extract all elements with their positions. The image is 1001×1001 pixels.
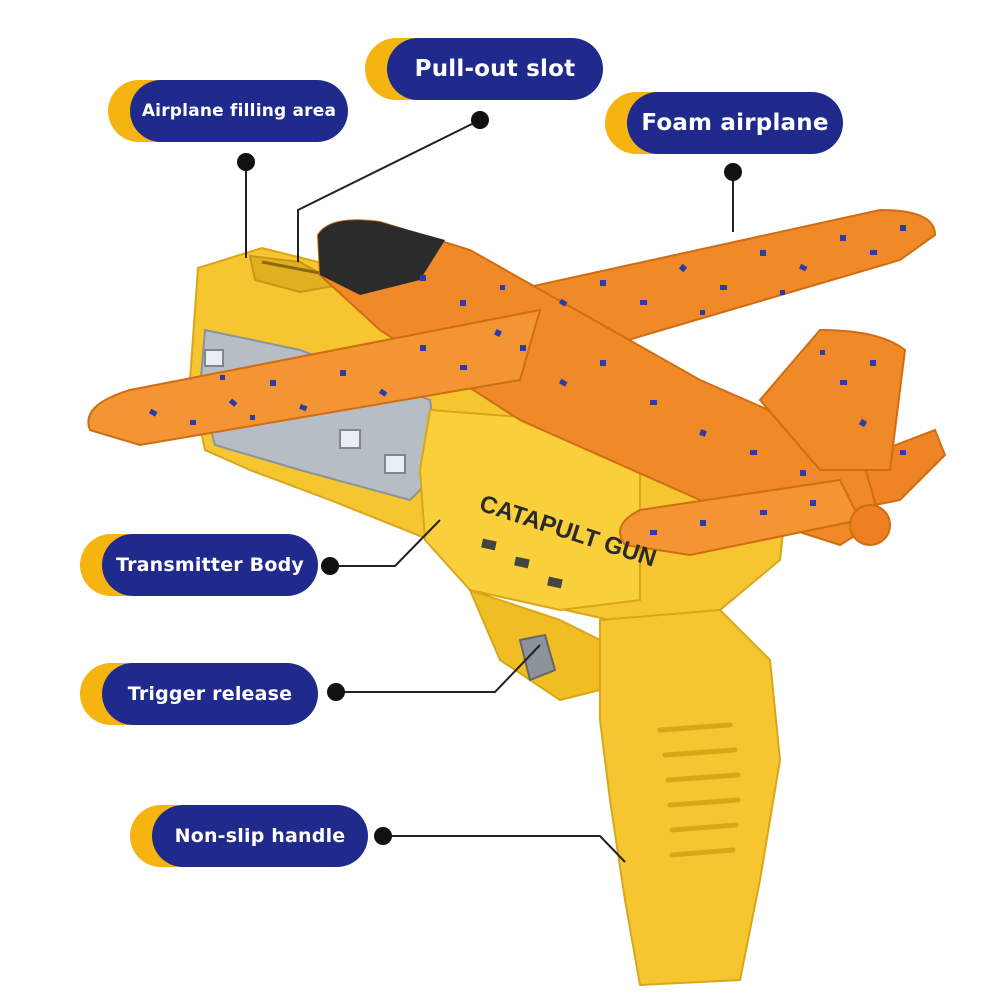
leader-dot-non-slip-handle: [374, 827, 392, 845]
foam-airplane-fin: [758, 328, 907, 471]
foam-airplane-tail-cone: [849, 504, 891, 546]
callout-label: Transmitter Body: [102, 534, 318, 596]
pull-out-slot-edge: [261, 260, 331, 277]
leader-dot-pull-out-slot: [471, 111, 489, 129]
callout-foam-airplane: Foam airplane: [605, 92, 843, 154]
handle-grip-ridges: [657, 722, 741, 858]
leader-line-non-slip-handle: [383, 835, 626, 863]
side-panel-windows: [204, 349, 406, 474]
callout-airplane-filling-area: Airplane filling area: [108, 80, 348, 142]
leader-dot-foam-airplane: [724, 163, 742, 181]
callout-label: Trigger release: [102, 663, 318, 725]
callout-trigger-release: Trigger release: [80, 663, 318, 725]
leader-dots: [237, 111, 742, 845]
callout-transmitter-body: Transmitter Body: [80, 534, 318, 596]
foam-airplane-illustration: [87, 208, 947, 557]
foam-airplane-left-elevator: [619, 478, 862, 557]
callout-label: Non-slip handle: [152, 805, 368, 867]
callout-pull-out-slot: Pull-out slot: [365, 38, 603, 100]
launcher-handle: [599, 608, 782, 987]
leader-dot-transmitter-body: [321, 557, 339, 575]
leader-dot-trigger-release: [327, 683, 345, 701]
leader-line-pull-out-slot: [297, 119, 481, 262]
leader-dot-airplane-filling-area: [237, 153, 255, 171]
leader-line-transmitter-body: [330, 519, 441, 567]
trigger: [518, 633, 557, 682]
callout-label: Foam airplane: [627, 92, 843, 154]
leader-lines: [245, 119, 734, 863]
foam-airplane-nose: [318, 220, 445, 295]
foam-speckles: [148, 225, 906, 535]
callout-label: Pull-out slot: [387, 38, 603, 100]
leader-line-trigger-release: [336, 644, 541, 693]
callout-non-slip-handle: Non-slip handle: [130, 805, 368, 867]
callout-label: Airplane filling area: [130, 80, 348, 142]
front-face-vents: [481, 538, 563, 589]
foam-airplane-left-wing: [87, 308, 542, 447]
